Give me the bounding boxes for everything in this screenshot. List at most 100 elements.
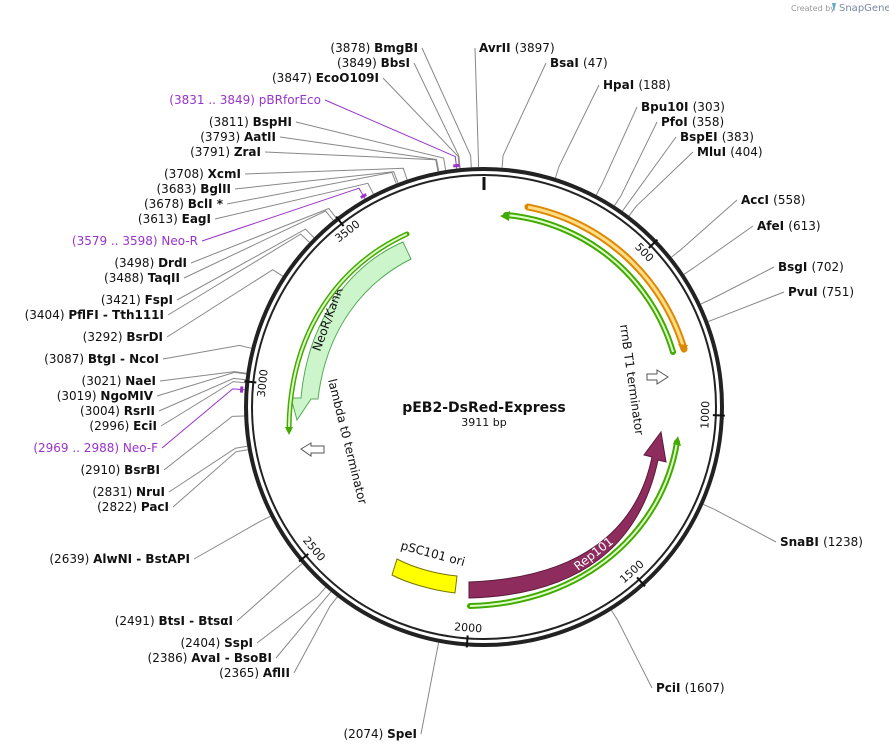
lambda-t0-terminator-label: lambda t0 terminator	[325, 377, 370, 505]
site-leader	[622, 136, 677, 212]
site-label[interactable]: (2365) AflII	[219, 666, 290, 680]
site-leader	[167, 233, 310, 316]
site-label[interactable]: (3683) BglII	[157, 182, 232, 196]
site-label[interactable]: (2822) PacI	[97, 500, 169, 514]
site-label[interactable]: (3811) BspHI	[209, 115, 292, 129]
site-leader	[244, 167, 408, 180]
site-leader	[256, 586, 327, 644]
site-leader	[700, 266, 775, 305]
site-leader	[611, 610, 653, 689]
site-label[interactable]: (3004) RsrII	[80, 404, 155, 418]
tick-3500	[335, 216, 345, 227]
site-leader	[708, 291, 785, 322]
primer-label[interactable]: (3579 .. 3598) Neo-R	[72, 234, 198, 248]
site-label[interactable]: (2996) EciI	[89, 419, 157, 433]
site-leader	[160, 381, 246, 427]
site-leader	[172, 449, 248, 508]
rrnb-terminator-arrowhead	[678, 344, 688, 353]
site-leader	[703, 503, 777, 543]
site-label[interactable]: (2639) AlwNI - BstAPI	[49, 552, 190, 566]
promoter-arc-top-arrowhead	[500, 211, 510, 221]
site-label[interactable]: (2491) BtsI - BtsαI	[115, 614, 233, 628]
site-label[interactable]: (3021) NaeI	[82, 374, 156, 388]
site-label[interactable]: AvrII (3897)	[479, 41, 555, 55]
site-label[interactable]: (3404) PflFI - Tth111I	[25, 308, 164, 322]
site-leader	[683, 225, 754, 275]
tick-500	[648, 238, 659, 249]
site-label[interactable]: (3498) DrdI	[114, 256, 187, 270]
primer-binding-mark	[360, 193, 367, 199]
site-label[interactable]: HpaI (188)	[603, 78, 671, 92]
tick-label: 2500	[300, 534, 328, 564]
site-label[interactable]: (3488) TaqII	[104, 271, 180, 285]
site-leader	[163, 415, 245, 471]
promoter-arc-left-arrowhead	[285, 427, 293, 435]
site-label[interactable]: BsgI (702)	[778, 260, 844, 274]
site-label[interactable]: PvuI (751)	[788, 285, 854, 299]
site-label[interactable]: (3019) NgoMIV	[57, 389, 154, 403]
rrnb-terminator-inner	[527, 205, 686, 350]
site-label[interactable]: (3087) BtgI - NcoI	[44, 352, 159, 366]
site-label[interactable]: AccI (558)	[741, 193, 805, 207]
site-label[interactable]: (2404) SspI	[180, 636, 253, 650]
promoter-arc-bottom-arrowhead	[673, 436, 681, 446]
lambda-t0-terminator-arrow	[300, 442, 325, 457]
site-label[interactable]: (3791) ZraI	[190, 145, 261, 159]
backbone-inner-ring	[251, 174, 717, 640]
plasmid-name: pEB2-DsRed-Express	[402, 400, 566, 416]
site-label[interactable]: (2831) NruI	[92, 485, 165, 499]
site-label[interactable]: (3793) AatII	[200, 130, 276, 144]
site-label[interactable]: (2074) SpeI	[343, 727, 417, 741]
site-leader	[156, 371, 247, 397]
site-label[interactable]: BsaI (47)	[550, 56, 608, 70]
snapgene-brand-text: SnapGene	[839, 3, 889, 14]
site-label[interactable]: AfeI (613)	[757, 219, 821, 233]
site-leader	[168, 445, 248, 493]
site-label[interactable]: (3847) EcoO109I	[272, 71, 379, 85]
tick-2500	[298, 553, 309, 563]
site-leader	[264, 151, 439, 172]
site-label[interactable]: (3613) EagI	[138, 212, 211, 226]
site-label[interactable]: SnaBI (1238)	[780, 535, 863, 549]
site-label[interactable]: (3849) BbsI	[337, 56, 410, 70]
site-label[interactable]: (3421) FspI	[101, 293, 173, 307]
rrnb-t1-terminator-label: rrnB T1 terminator	[617, 323, 646, 436]
site-label[interactable]: (2386) AvaI - BsoBI	[148, 651, 272, 665]
site-label[interactable]: Bpu10I (303)	[641, 100, 725, 114]
neor-kanr-arrow	[290, 241, 412, 422]
site-leader	[614, 121, 658, 206]
snapgene-logo-icon	[832, 3, 836, 12]
site-leader-lines	[156, 47, 785, 735]
site-label[interactable]: (3878) BmgBI	[330, 41, 418, 55]
primer-label[interactable]: (3831 .. 3849) pBRforEco	[169, 93, 321, 107]
plasmid-size: 3911 bp	[461, 416, 506, 429]
site-leader	[628, 151, 694, 217]
site-leader	[595, 106, 638, 196]
site-leader	[162, 344, 252, 360]
primer-label[interactable]: (2969 .. 2988) Neo-F	[33, 441, 158, 455]
site-leader	[275, 591, 332, 659]
created-by-text: Created by	[791, 4, 835, 13]
tick-1500	[636, 576, 646, 587]
site-label[interactable]: MluI (404)	[697, 145, 763, 159]
rep101-arrow	[468, 430, 667, 599]
site-label[interactable]: BspEI (383)	[680, 130, 754, 144]
site-label[interactable]: PciI (1607)	[656, 681, 725, 695]
site-label[interactable]: (3292) BsrDI	[83, 330, 163, 344]
restriction-site-labels: (3878) BmgBI(3849) BbsI(3847) EcoO109I (3…	[25, 41, 863, 741]
site-leader	[159, 371, 247, 382]
rrnb-t1-terminator-arrow	[646, 369, 669, 385]
site-label[interactable]: (2910) BsrBI	[80, 463, 160, 477]
site-label[interactable]: (3678) BclI *	[144, 197, 224, 211]
site-label[interactable]: PfoI (358)	[661, 115, 724, 129]
promoter-arc-left-inner	[288, 233, 408, 429]
site-leader	[236, 563, 303, 622]
site-label[interactable]: (3708) XcmI	[164, 167, 241, 181]
site-leader	[295, 121, 447, 171]
site-leader	[158, 377, 246, 412]
site-leader	[420, 642, 440, 735]
primer-binding-mark	[453, 163, 460, 168]
promoter-arc-top-inner	[505, 214, 674, 353]
site-leader	[279, 136, 440, 172]
